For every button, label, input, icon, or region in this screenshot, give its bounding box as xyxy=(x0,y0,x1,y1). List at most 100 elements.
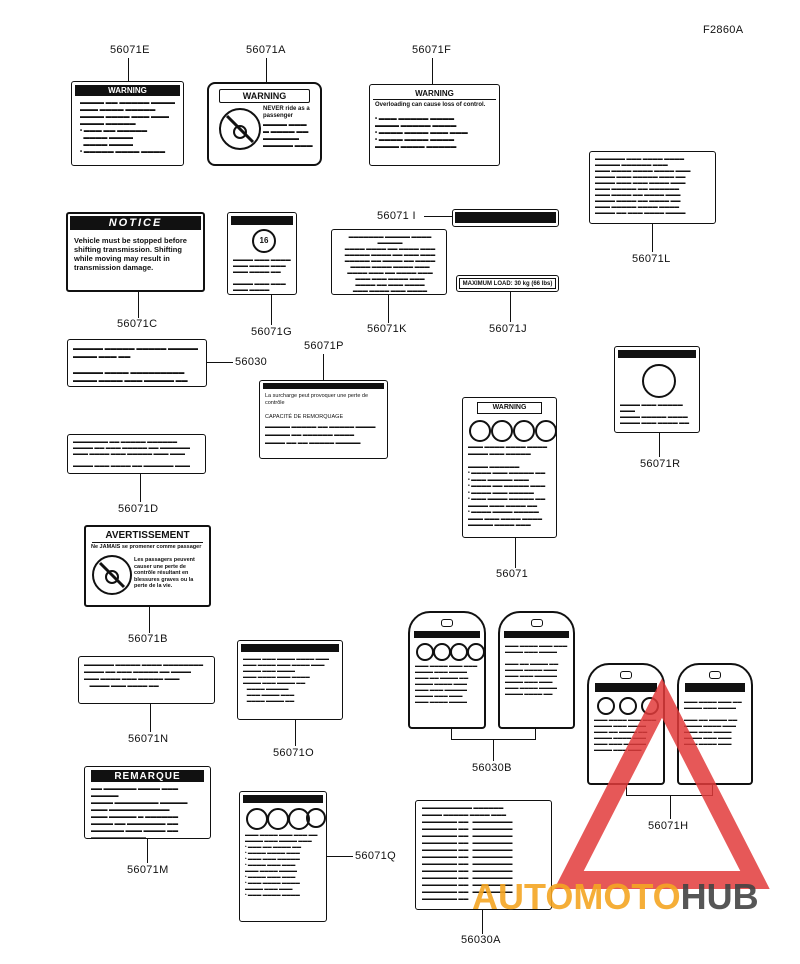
tag-label-56030b-right[interactable]: ▬▬▬ ▬▬▬▬ ▬▬▬ ▬▬▬▬▬▬▬ ▬▬▬ ▬▬▬▬▬▬▬ ▬▬ ▬▬▬▬… xyxy=(498,611,575,729)
label-body-text: ▬▬▬ ▬▬▬▬ ▬▬▬ ▬▬▬▬▬▬ ▬▬▬ ▬▬▬▬▬▬▬ ▬▬ ▬▬▬▬ … xyxy=(684,699,742,746)
tag-hole xyxy=(441,619,453,627)
leader-line xyxy=(712,785,713,795)
label-body-text: ▬▬▬▬▬▬ ▬▬▬▬▬ ▬▬▬▬ ▬▬▬▬▬▬▬▬▬▬▬▬ ▬▬ ▬▬▬ ▬▬… xyxy=(84,662,204,689)
helmet-icon xyxy=(513,420,535,442)
label-body-text-2: CAPACITÉ DE REMORQUAGE xyxy=(265,414,344,420)
label-56071n[interactable]: ▬▬▬▬▬▬ ▬▬▬▬▬ ▬▬▬▬ ▬▬▬▬▬▬▬▬▬▬▬▬ ▬▬ ▬▬▬ ▬▬… xyxy=(78,656,215,704)
notice-banner: NOTICE xyxy=(70,216,201,230)
label-body-text: ▬▬▬▬▬▬▬ ▬▬▬▬▬ ▬▬▬▬ ▬▬▬▬▬▬▬▬▬ ▬▬▬▬ ▬▬ ▬▬▬… xyxy=(344,234,436,294)
part-number-56071j: 56071J xyxy=(489,323,527,335)
part-number-56071b: 56071B xyxy=(128,633,168,645)
warning-banner: WARNING xyxy=(219,89,310,103)
part-number-56071: 56071 xyxy=(496,568,529,580)
label-banner xyxy=(243,795,323,803)
warning-icon-1 xyxy=(246,808,268,830)
part-number-56030: 56030 xyxy=(235,356,268,368)
leader-line xyxy=(670,795,671,819)
recycle-seal-icon xyxy=(642,364,676,398)
part-number-56071d: 56071D xyxy=(118,503,159,515)
part-number-56071h: 56071H xyxy=(648,820,689,832)
label-56071p[interactable]: La surcharge peut provoquer une perte de… xyxy=(259,380,388,459)
part-number-56071e: 56071E xyxy=(110,44,150,56)
label-56030a[interactable]: ▬▬▬▬▬▬▬▬▬▬ ▬▬▬▬▬▬▬▬▬▬ ▬▬▬▬▬ ▬▬▬▬ ▬▬▬▬▬▬▬… xyxy=(415,800,552,910)
leader-line xyxy=(128,58,129,82)
label-56071i[interactable] xyxy=(452,209,559,227)
no-drugs-icon xyxy=(491,420,513,442)
label-body-text-2: Les passagers peuvent causer une perte d… xyxy=(134,557,195,589)
label-body-text: Vehicle must be stopped before shifting … xyxy=(74,236,187,272)
label-56071r[interactable]: ▬▬▬▬ ▬▬▬ ▬▬▬▬▬ ▬▬▬▬▬▬▬ ▬▬▬▬▬ ▬▬▬▬▬▬▬▬ ▬▬… xyxy=(614,346,700,433)
label-banner xyxy=(618,350,696,358)
part-number-56071a: 56071A xyxy=(246,44,286,56)
warning-icon-2 xyxy=(619,697,637,715)
label-body-text: Overloading can cause loss of control. xyxy=(375,102,486,108)
label-banner xyxy=(231,216,293,225)
remarque-banner: REMARQUE xyxy=(91,770,204,782)
label-banner xyxy=(685,683,745,692)
max-load-text: MAXIMUM LOAD: 30 kg (66 lbs) xyxy=(459,278,556,289)
label-body-text: ▬▬▬ ▬▬▬▬ ▬▬▬▬ ▬▬▬▬▬▬▬▬ ▬▬▬ ▬▬▬▬▬▬▬▬▬ ▬▬▬… xyxy=(468,444,548,528)
part-number-56071f: 56071F xyxy=(412,44,452,56)
label-56071j[interactable]: MAXIMUM LOAD: 30 kg (66 lbs) xyxy=(456,275,559,292)
tag-label-56071h-left[interactable]: ▬▬▬ ▬▬▬▬ ▬▬▬ ▬▬▬▬▬▬▬ ▬▬▬ ▬▬▬▬▬▬▬ ▬▬ ▬▬▬▬… xyxy=(587,663,665,785)
label-56071b[interactable]: AVERTISSEMENT Ne JAMAIS se promener comm… xyxy=(84,525,211,607)
avertissement-banner: AVERTISSEMENT xyxy=(92,530,203,543)
no-passenger-icon xyxy=(219,108,261,150)
part-number-56071k: 56071K xyxy=(367,323,407,335)
leader-line xyxy=(432,58,433,84)
tag-hole xyxy=(530,619,543,627)
leader-line xyxy=(652,224,653,252)
warning-icon-2 xyxy=(267,808,289,830)
label-body-text: ▬▬▬▬▬ ▬▬▬▬▬ ▬▬▬▬▬ ▬▬▬▬▬▬▬▬▬ ▬▬▬ ▬▬▬▬▬▬▬ … xyxy=(73,346,199,384)
label-56071q[interactable]: ▬▬▬ ▬▬▬▬ ▬▬▬ ▬▬▬ ▬▬▬▬▬▬ ▬▬▬ ▬▬▬▬ ▬▬▬• ▬▬… xyxy=(239,791,327,922)
leader-line xyxy=(147,839,148,863)
tag-hole xyxy=(709,671,721,679)
no-passenger-icon xyxy=(469,420,491,442)
warning-banner: WARNING xyxy=(373,88,496,100)
no-paved-roads-icon xyxy=(535,420,556,442)
label-body-text: NEVER ride as a passenger xyxy=(263,106,310,119)
leader-line xyxy=(140,474,141,502)
label-banner xyxy=(595,683,657,692)
warning-icon-1 xyxy=(597,697,615,715)
label-56071g[interactable]: 16 ▬▬▬▬ ▬▬▬ ▬▬▬▬▬▬▬ ▬▬▬▬ ▬▬▬▬▬▬ ▬▬▬▬ ▬▬▬… xyxy=(227,212,297,295)
label-body-text: ▬▬▬▬▬▬ ▬▬▬ ▬▬▬▬ ▬▬▬▬▬▬▬▬▬ ▬▬▬▬▬▬ ▬▬▬▬▬▬ … xyxy=(595,156,691,216)
leader-line xyxy=(327,856,353,857)
warning-banner: WARNING xyxy=(477,402,542,414)
label-body-text: ▬▬▬▬ ▬▬▬ ▬▬▬▬▬▬▬ ▬▬▬▬ ▬▬▬▬▬▬ ▬▬▬▬ ▬▬▬▬▬▬… xyxy=(233,257,291,293)
warning-banner: WARNING xyxy=(75,85,180,96)
leader-line xyxy=(150,704,151,732)
leader-line xyxy=(510,292,511,322)
label-body-text: ▬▬ ▬▬▬▬▬▬ ▬▬▬▬ ▬▬▬ ▬▬▬▬▬▬▬▬▬ ▬▬▬▬▬▬▬▬ ▬▬… xyxy=(91,786,188,839)
part-number-56071l: 56071L xyxy=(632,253,671,265)
label-56071a[interactable]: WARNING NEVER ride as a passenger ▬▬▬▬ ▬… xyxy=(207,82,322,166)
label-black-bar xyxy=(455,212,556,223)
label-56071d[interactable]: ▬▬▬▬▬▬▬ ▬▬ ▬▬▬▬▬ ▬▬▬▬▬▬▬▬▬▬ ▬▬ ▬▬▬ ▬▬▬▬▬… xyxy=(67,434,206,474)
label-56071l[interactable]: ▬▬▬▬▬▬ ▬▬▬ ▬▬▬▬ ▬▬▬▬▬▬▬▬▬ ▬▬▬▬▬▬ ▬▬▬▬▬▬ … xyxy=(589,151,716,224)
label-body-text: ▬▬▬▬▬▬▬▬▬▬ ▬▬▬▬▬▬▬▬▬▬ ▬▬▬▬▬ ▬▬▬▬ ▬▬▬▬▬▬▬… xyxy=(422,805,513,902)
leader-line xyxy=(388,295,389,323)
leader-line xyxy=(451,729,452,739)
label-body-text: ▬▬▬▬ ▬▬▬ ▬▬▬▬▬ ▬▬▬▬▬▬▬ ▬▬▬▬▬ ▬▬▬▬▬▬▬▬ ▬▬… xyxy=(620,402,690,426)
warning-icon-4 xyxy=(306,808,326,828)
label-56071c[interactable]: NOTICE Vehicle must be stopped before sh… xyxy=(66,212,205,292)
label-banner xyxy=(241,644,339,652)
label-56071e[interactable]: WARNING ▬▬▬▬ ▬▬ ▬▬▬▬▬ ▬▬▬▬▬▬▬ ▬▬▬▬ ▬▬▬▬▬… xyxy=(71,81,184,166)
part-number-56071m: 56071M xyxy=(127,864,169,876)
warning-icon-4 xyxy=(467,643,485,661)
label-56030[interactable]: ▬▬▬▬▬ ▬▬▬▬▬ ▬▬▬▬▬ ▬▬▬▬▬▬▬▬▬ ▬▬▬ ▬▬▬▬▬▬▬ … xyxy=(67,339,207,387)
label-56071k[interactable]: ▬▬▬▬▬▬▬ ▬▬▬▬▬ ▬▬▬▬ ▬▬▬▬▬▬▬▬▬ ▬▬▬▬ ▬▬ ▬▬▬… xyxy=(331,229,447,295)
tag-label-56071h-right[interactable]: ▬▬▬ ▬▬▬▬ ▬▬▬ ▬▬▬▬▬▬ ▬▬▬ ▬▬▬▬▬▬▬ ▬▬ ▬▬▬▬ … xyxy=(677,663,753,785)
label-56071f[interactable]: WARNING Overloading can cause loss of co… xyxy=(369,84,500,166)
label-56071o[interactable]: ▬▬▬▬ ▬▬▬ ▬▬▬▬ ▬▬▬▬ ▬▬▬▬▬▬ ▬▬▬▬ ▬▬▬ ▬▬▬▬ … xyxy=(237,640,343,720)
label-banner xyxy=(263,383,384,389)
leader-line xyxy=(266,58,267,82)
leader-line xyxy=(515,538,516,568)
label-56071m[interactable]: REMARQUE ▬▬ ▬▬▬▬▬▬ ▬▬▬▬ ▬▬▬ ▬▬▬▬▬▬▬▬▬ ▬▬… xyxy=(84,766,211,839)
leader-line xyxy=(535,729,536,739)
label-56071[interactable]: WARNING ▬▬▬ ▬▬▬▬ ▬▬▬▬ ▬▬▬▬▬▬▬▬ ▬▬▬ ▬▬▬▬▬… xyxy=(462,397,557,538)
watermark-text: AUTOMOTOHUB xyxy=(472,877,759,917)
warning-icon-3 xyxy=(641,697,659,715)
leader-line xyxy=(659,433,660,457)
tag-label-56030b-left[interactable]: ▬▬▬ ▬▬▬▬ ▬▬▬ ▬▬▬▬▬▬▬ ▬▬▬ ▬▬▬▬▬▬▬ ▬▬ ▬▬▬▬… xyxy=(408,611,486,729)
